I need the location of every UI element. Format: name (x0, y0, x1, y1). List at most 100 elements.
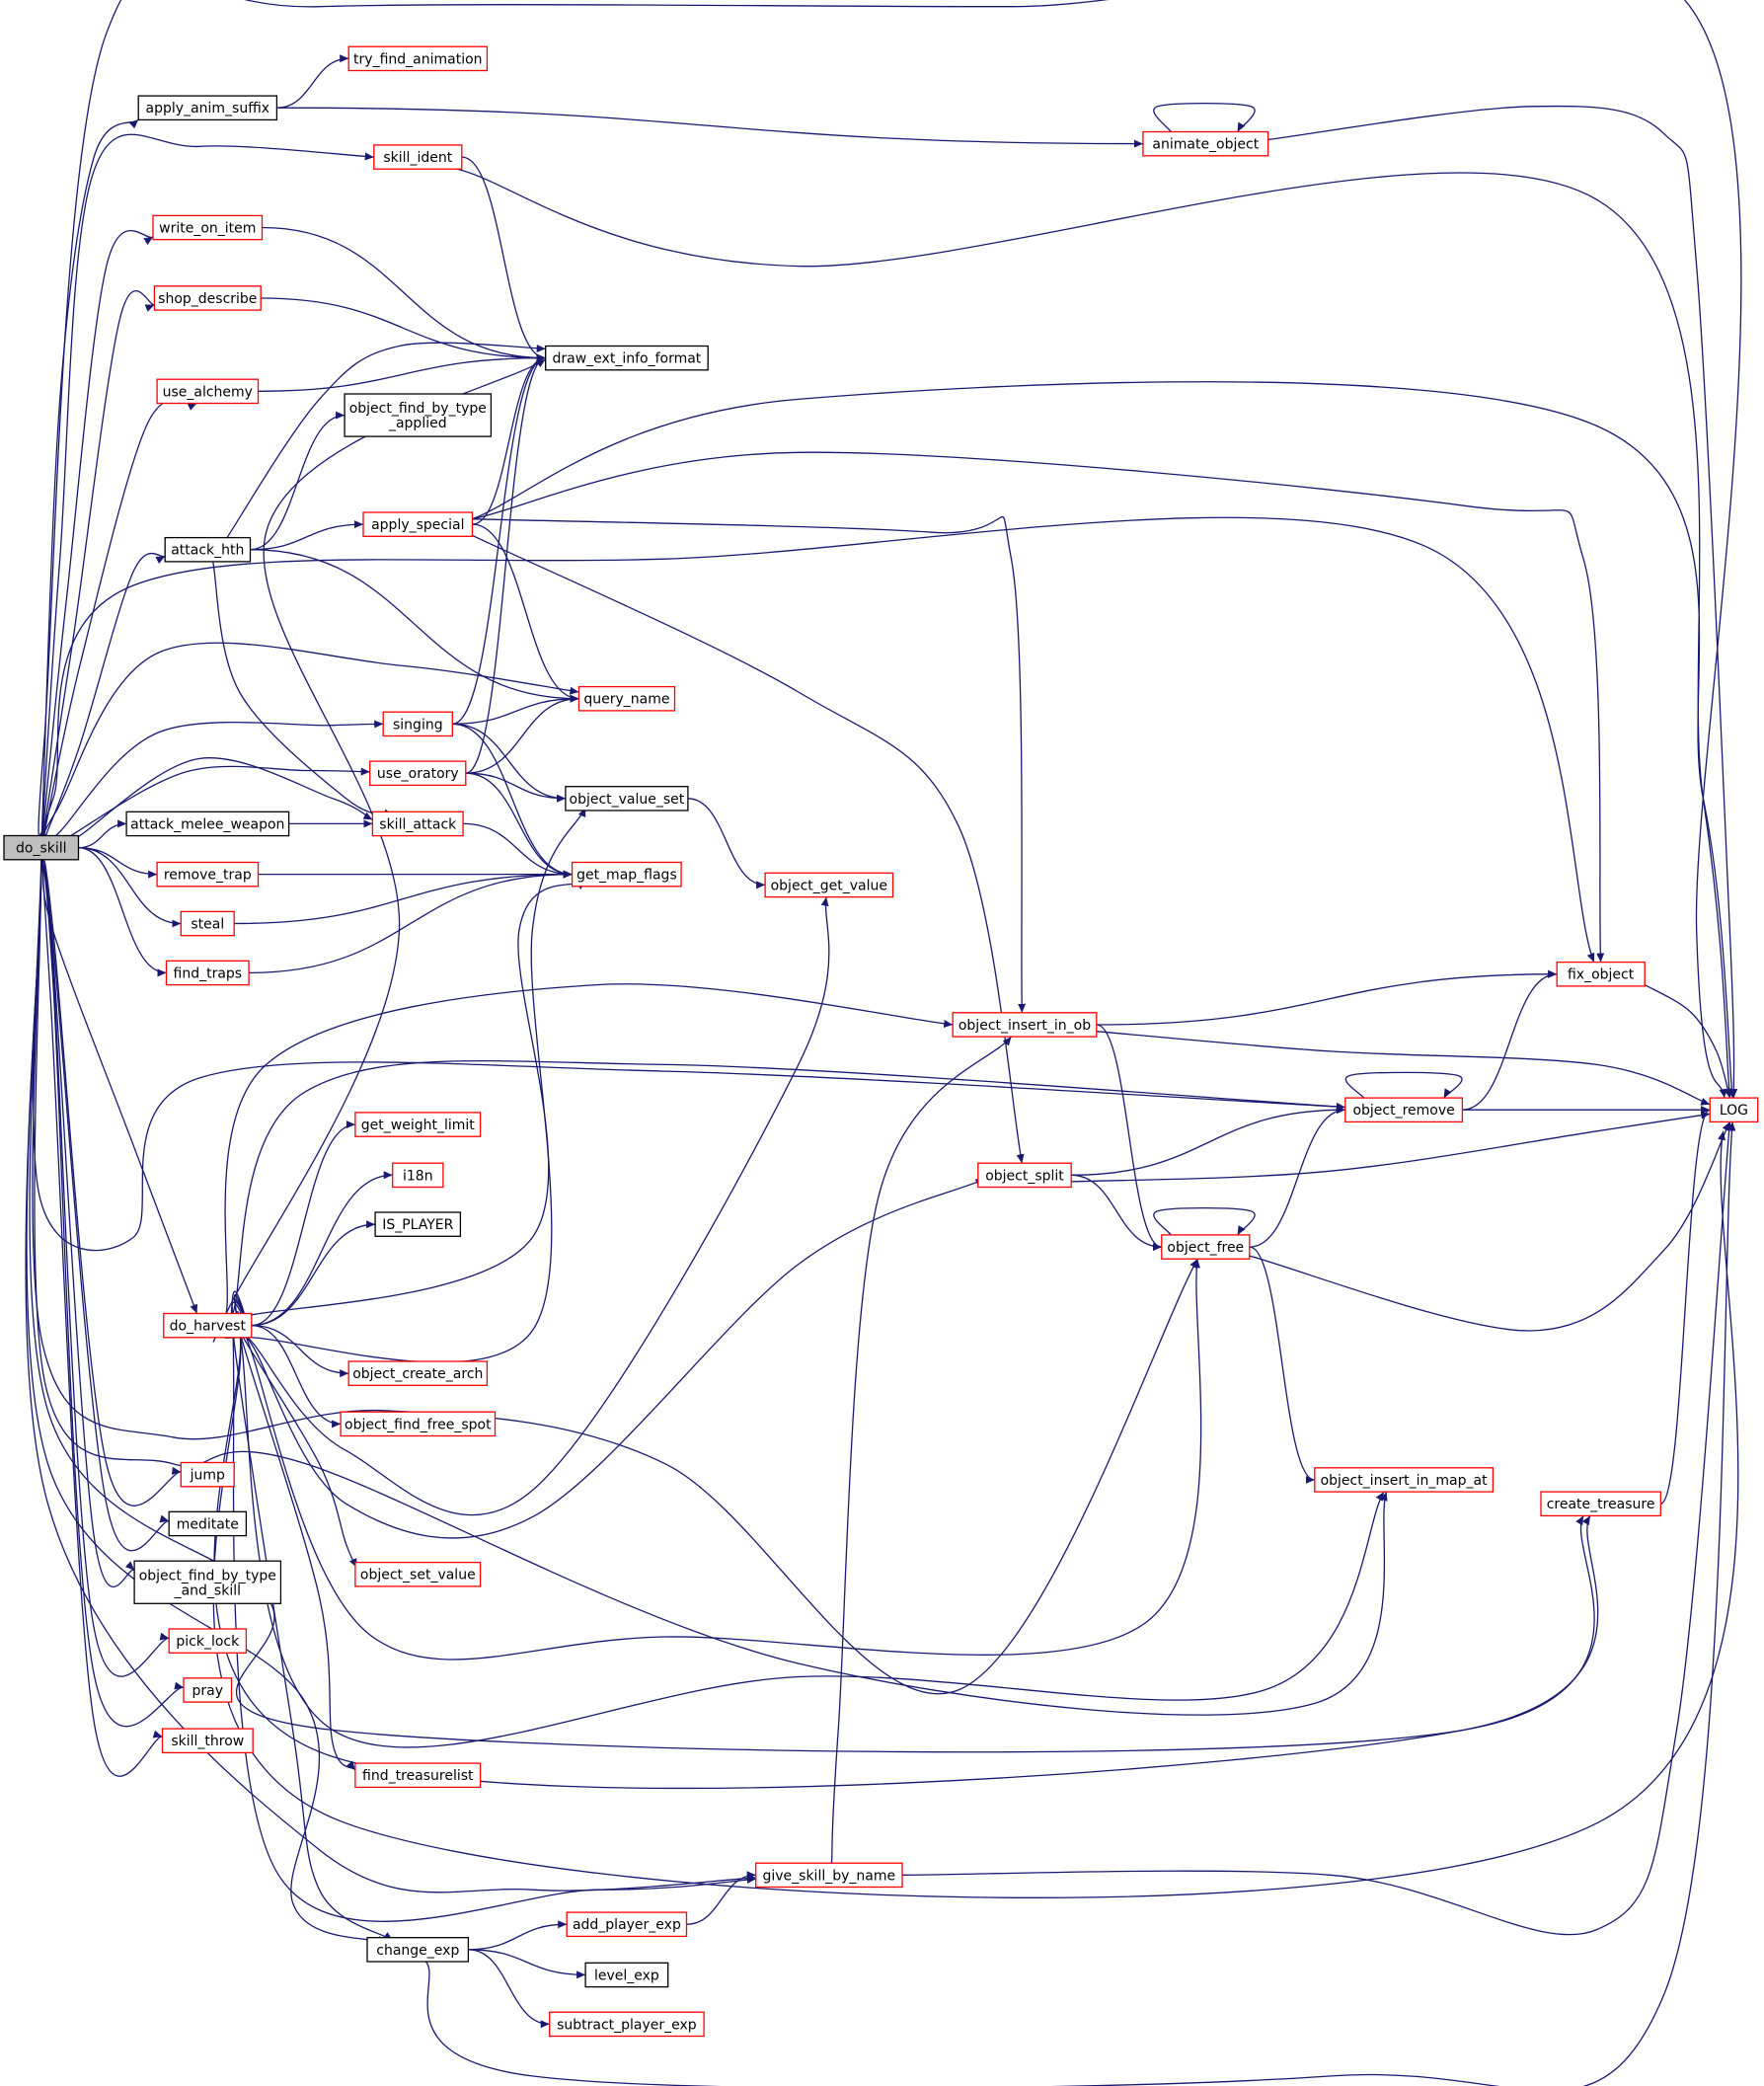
call-edge-use_oratory-to-draw_ext_info_format (465, 353, 546, 774)
node-label: add_player_exp (573, 1917, 681, 1933)
node-shop-describe[interactable]: shop_describe (153, 285, 262, 311)
node-object-find-by-type-applied[interactable]: object_find_by_type_applied (344, 393, 493, 437)
call-edge-object_free-to-LOG (1229, 1121, 1730, 1332)
node-box (577, 685, 676, 712)
call-edge-do_skill-to-singing (49, 720, 384, 841)
node-label: object_create_arch (352, 1366, 483, 1382)
node-label: try_find_animation (353, 51, 482, 67)
node-add-player-exp[interactable]: add_player_exp (566, 1911, 688, 1938)
node-do-harvest[interactable]: do_harvest (163, 1312, 253, 1339)
node-box (168, 1628, 248, 1654)
node-label: give_skill_by_name (762, 1868, 895, 1884)
node-object-free[interactable]: object_free (1161, 1234, 1251, 1260)
node-object-create-arch[interactable]: object_create_arch (347, 1360, 489, 1386)
node-IS-PLAYER[interactable]: IS_PLAYER (374, 1211, 462, 1237)
node-jump[interactable]: jump (180, 1461, 235, 1488)
node-skill-throw[interactable]: skill_throw (161, 1728, 254, 1754)
call-edge-add_player_exp-to-give_skill_by_name (686, 1871, 756, 1925)
node-object-get-value[interactable]: object_get_value (764, 872, 894, 898)
node-attack-melee-weapon[interactable]: attack_melee_weapon (125, 811, 290, 837)
node-LOG[interactable]: LOG (1709, 1097, 1759, 1123)
call-edge-animate_object-to-animate_object (1153, 103, 1256, 134)
node-get-weight-limit[interactable]: get_weight_limit (354, 1112, 482, 1137)
node-label: attack_hth (171, 543, 244, 559)
node-label: shop_describe (158, 291, 257, 307)
node-subtract-player-exp[interactable]: subtract_player_exp (549, 2011, 705, 2038)
call-edge-apply_special-to-fix_object (447, 451, 1605, 963)
node-change-exp[interactable]: change_exp (366, 1937, 470, 1963)
node-remove-trap[interactable]: remove_trap (156, 861, 260, 888)
node-object-split[interactable]: object_split (977, 1162, 1072, 1189)
node-box (549, 2011, 705, 2038)
node-apply-special[interactable]: apply_special (362, 511, 474, 537)
node-object-find-free-spot[interactable]: object_find_free_spot (340, 1411, 497, 1437)
call-edge-apply_anim_suffix-to-animate_object (276, 107, 1143, 148)
node-box (165, 960, 250, 986)
node-object-remove[interactable]: object_remove (1344, 1097, 1464, 1123)
node-label: find_treasurelist (362, 1768, 474, 1784)
node-label: get_weight_limit (361, 1118, 475, 1133)
node-label: object_split (985, 1168, 1064, 1184)
node-box (354, 1762, 482, 1789)
call-edge-apply_special-to-object_insert_in_ob (437, 516, 1027, 1013)
node-label: write_on_item (159, 221, 256, 237)
call-edge-skill_ident-to-draw_ext_info_format (461, 156, 546, 362)
call-edge-do_harvest-to-object_get_value (239, 896, 830, 1516)
node-skill-attack[interactable]: skill_attack (371, 811, 464, 837)
node-object-insert-in-map-at[interactable]: object_insert_in_map_at (1314, 1467, 1495, 1493)
call-edge-object_remove-to-fix_object (1462, 969, 1558, 1111)
call-edge-write_on_item-to-draw_ext_info_format (262, 226, 546, 362)
call-edge-do_skill-to-object_insert_in_map_at (34, 859, 1388, 1716)
node-get-map-flags[interactable]: get_map_flags (571, 861, 682, 888)
node-use-oratory[interactable]: use_oratory (369, 760, 467, 787)
call-edge-do_skill-to-use_alchemy (42, 399, 197, 836)
node-fix-object[interactable]: fix_object (1556, 961, 1646, 987)
node-level-exp[interactable]: level_exp (584, 1962, 669, 1988)
node-box (362, 511, 474, 537)
node-attack-hth[interactable]: attack_hth (164, 536, 252, 563)
node-label: get_map_flags (576, 868, 677, 884)
node-try-find-animation[interactable]: try_find_animation (347, 45, 489, 72)
node-object-value-set[interactable]: object_value_set (565, 786, 689, 811)
node-label: apply_anim_suffix (146, 101, 270, 116)
node-query-name[interactable]: query_name (577, 685, 676, 712)
node-skill-ident[interactable]: skill_ident (373, 144, 463, 170)
call-edge-object_insert_in_ob-to-LOG (1078, 1029, 1711, 1106)
call-edge-change_exp-to-LOG (417, 1121, 1736, 2086)
node-meditate[interactable]: meditate (168, 1510, 248, 1537)
node-animate-object[interactable]: animate_object (1142, 130, 1269, 157)
node-box (1161, 1234, 1251, 1260)
node-write-on-item[interactable]: write_on_item (152, 214, 264, 241)
node-label: use_alchemy (163, 384, 253, 400)
node-use-alchemy[interactable]: use_alchemy (156, 378, 260, 405)
node-give-skill-by-name[interactable]: give_skill_by_name (755, 1862, 903, 1889)
node-object-set-value[interactable]: object_set_value (354, 1561, 482, 1587)
call-edge-do_harvest-to-find_treasurelist (235, 1311, 356, 1771)
call-edge-create_treasure-to-LOG (1659, 1106, 1711, 1505)
node-find-traps[interactable]: find_traps (165, 960, 250, 986)
node-find-treasurelist[interactable]: find_treasurelist (354, 1762, 482, 1789)
node-i18n[interactable]: i18n (392, 1162, 444, 1189)
node-label: do_skill (16, 841, 67, 857)
call-edge-use_alchemy-to-draw_ext_info_format (258, 353, 546, 392)
node-steal[interactable]: steal (180, 910, 235, 937)
node-label: i18n (403, 1168, 433, 1184)
node-pick-lock[interactable]: pick_lock (168, 1628, 248, 1654)
node-object-find-by-type-and-skill[interactable]: object_find_by_type_and_skill (133, 1560, 282, 1604)
call-edge-do_skill-to-jump (41, 859, 182, 1507)
node-create-treasure[interactable]: create_treasure (1540, 1491, 1661, 1517)
node-object-insert-in-ob[interactable]: object_insert_in_ob (952, 1012, 1098, 1038)
call-edge-do_skill-to-LOG (38, 0, 1742, 1099)
node-label: LOG (1720, 1103, 1748, 1119)
node-box (952, 1012, 1098, 1038)
node-singing[interactable]: singing (382, 711, 453, 737)
node-pray[interactable]: pray (183, 1677, 233, 1703)
call-edge-attack_hth-to-skill_attack (210, 551, 393, 816)
node-label: subtract_player_exp (557, 2017, 697, 2033)
node-draw-ext-info-format[interactable]: draw_ext_info_format (545, 345, 709, 371)
call-edge-do_skill-to-meditate (41, 859, 170, 1552)
node-apply-anim-suffix[interactable]: apply_anim_suffix (137, 95, 278, 121)
node-label: skill_attack (379, 816, 457, 832)
call-edge-do_skill-to-attack_hth (44, 552, 166, 836)
node-box (571, 861, 682, 888)
